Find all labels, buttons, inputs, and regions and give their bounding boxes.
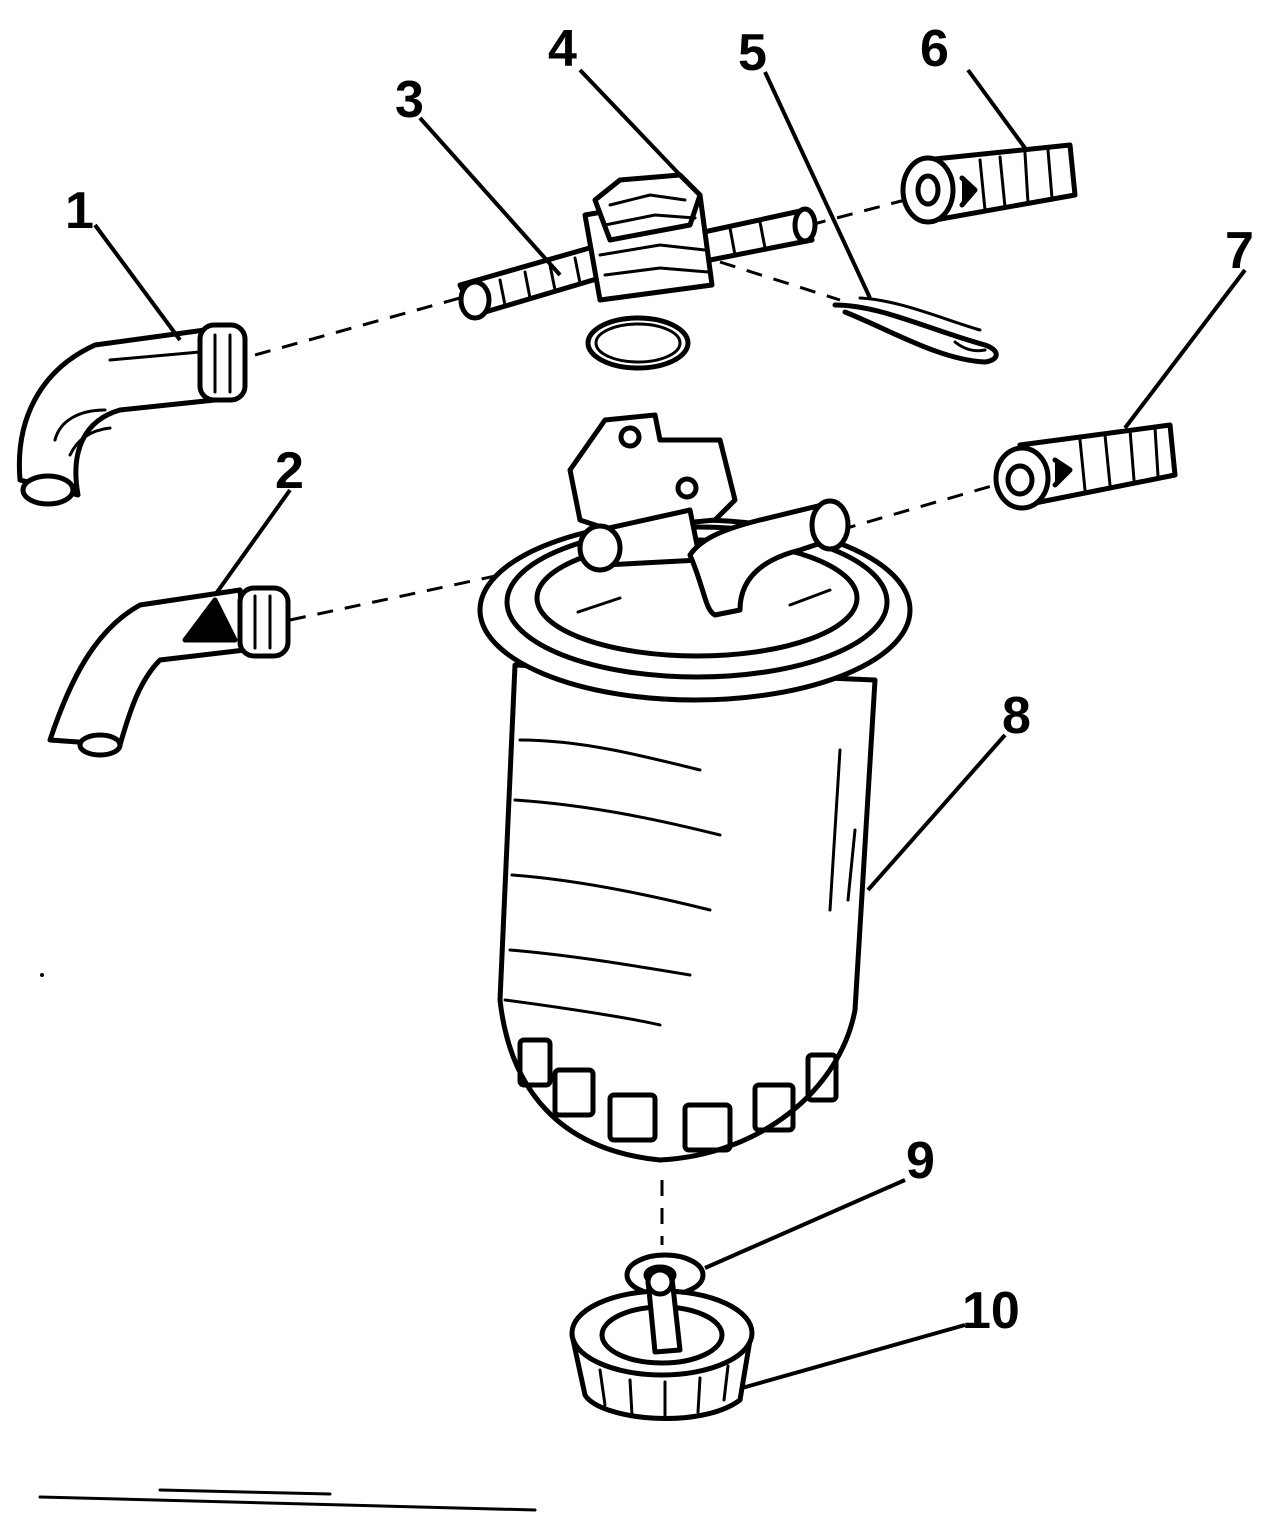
part-4-valve-head — [457, 172, 818, 321]
callout-8: 8 — [1002, 687, 1031, 745]
part-1-hose — [16, 322, 248, 507]
callout-2: 2 — [275, 442, 304, 500]
callout-4: 4 — [548, 20, 577, 78]
assembly-guide-lines — [254, 198, 996, 1245]
part-6-connector — [900, 142, 1078, 225]
part-10-drain-plug — [569, 1267, 755, 1421]
leader-lines — [93, 68, 1247, 1390]
part-2-hose — [47, 585, 291, 758]
stray-dot — [40, 973, 44, 977]
part-3-o-ring — [585, 315, 691, 371]
callout-7: 7 — [1225, 222, 1254, 280]
part-8-filter-housing — [477, 412, 913, 1163]
part-7-connector — [993, 422, 1178, 511]
callout-labels: 1 2 3 4 5 6 7 8 9 10 — [65, 20, 1254, 1340]
bottom-rules — [38, 1488, 537, 1512]
callout-10: 10 — [962, 1282, 1020, 1340]
part-5-clip — [832, 296, 999, 365]
callout-6: 6 — [920, 20, 949, 78]
callout-5: 5 — [738, 24, 767, 82]
callout-9: 9 — [906, 1132, 935, 1190]
callout-1: 1 — [65, 182, 94, 240]
callout-3: 3 — [395, 71, 424, 129]
